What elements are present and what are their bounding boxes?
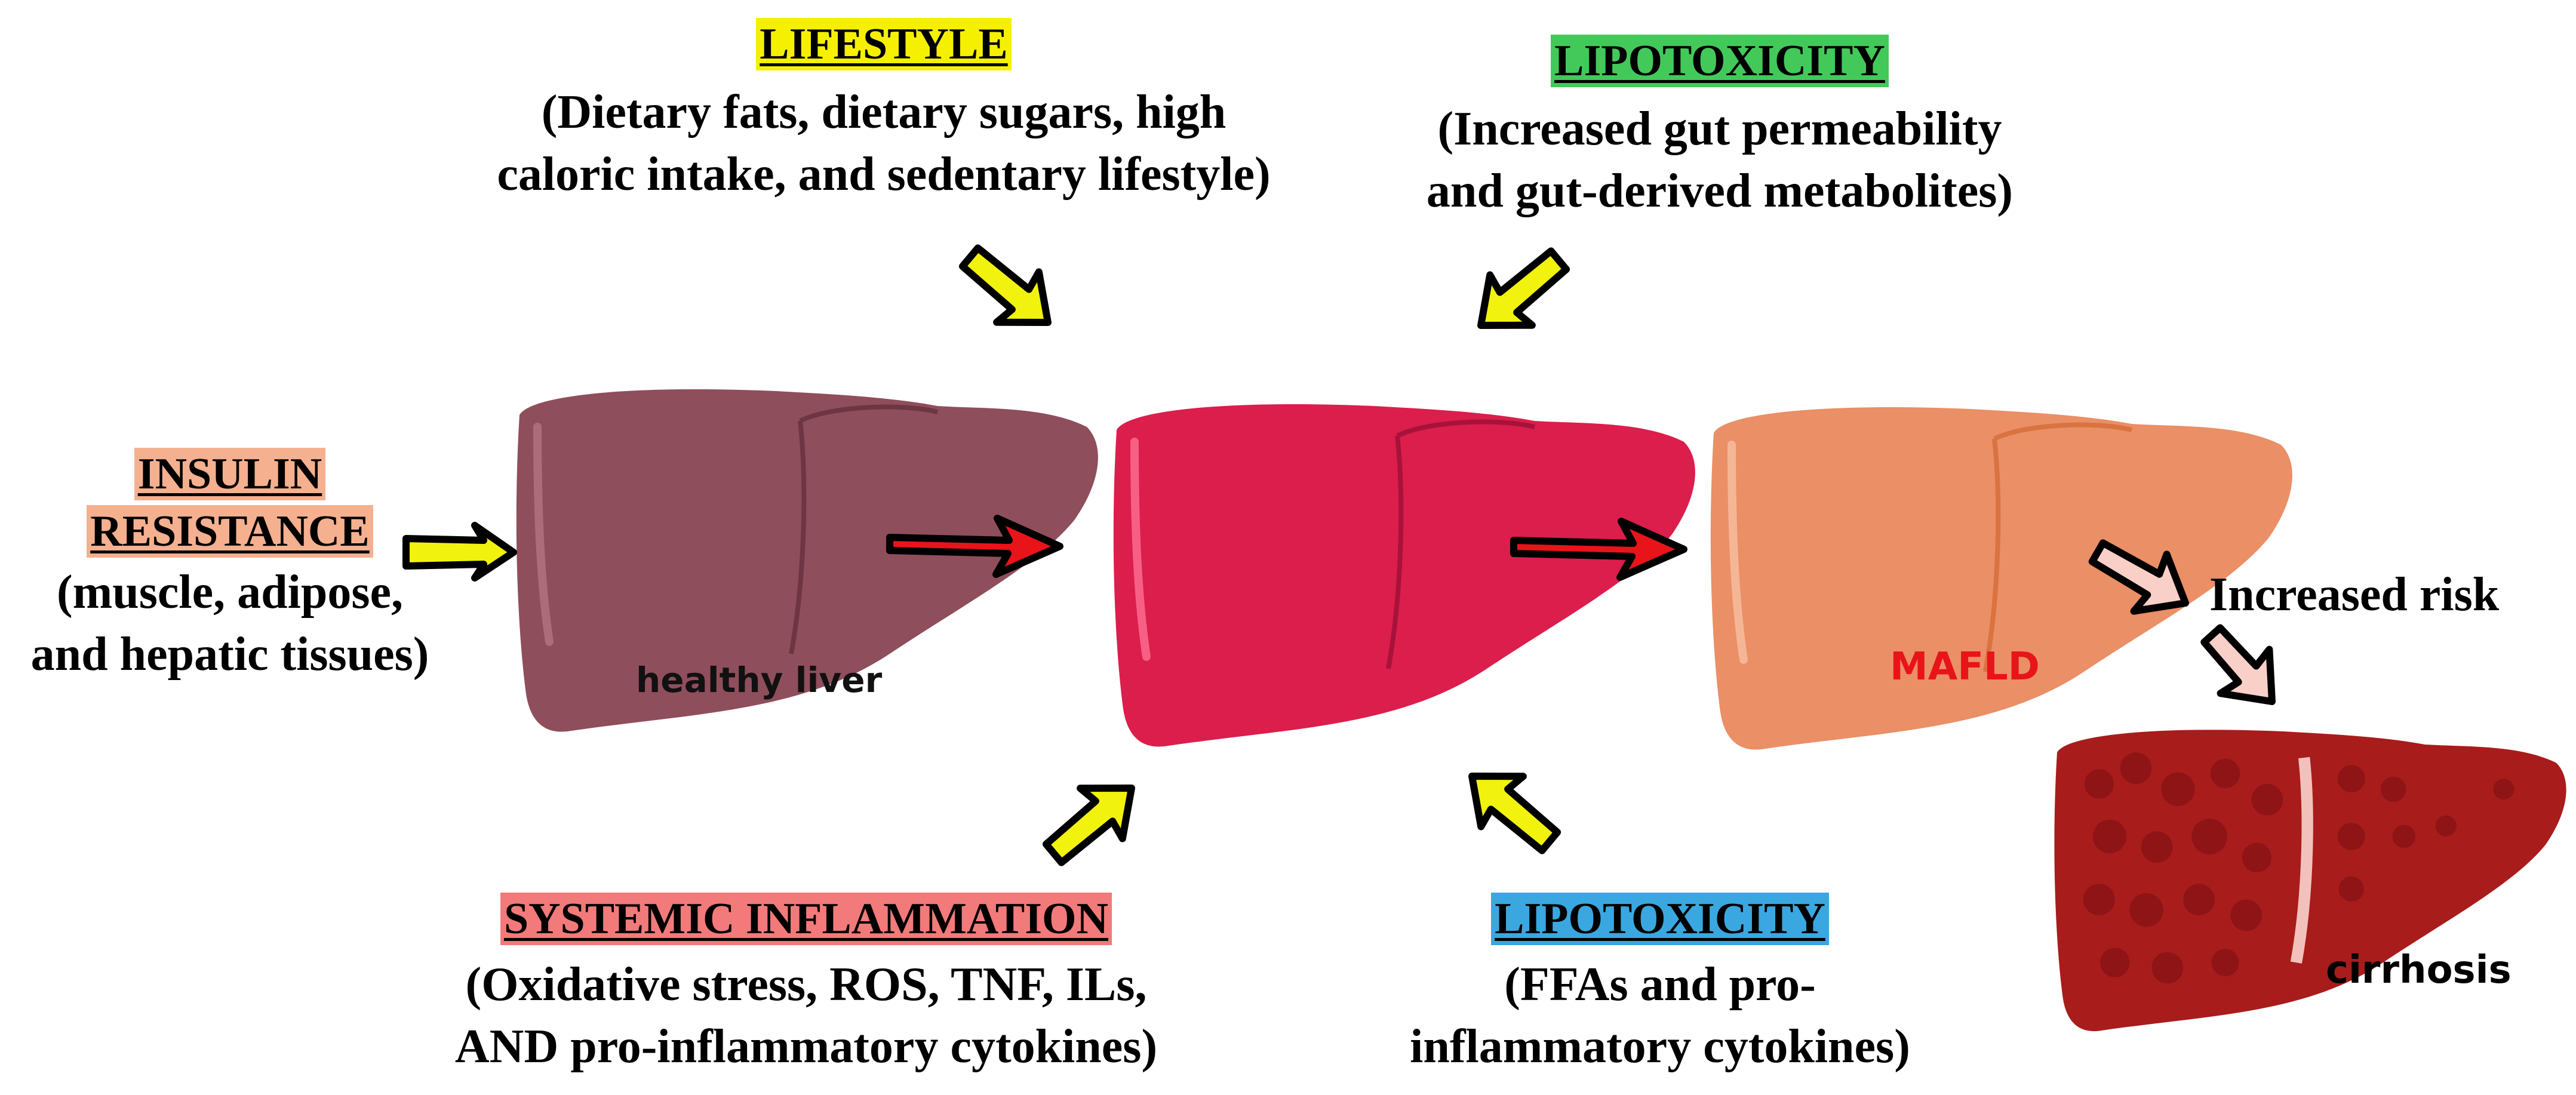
lipotoxicity-ffa-description: (FFAs and pro- inflammatory cytokines)	[1410, 958, 1910, 1073]
cirrhosis-label: cirrhosis	[2326, 948, 2512, 992]
lipotoxicity-gut-arrow	[1477, 247, 1570, 329]
insulin-resistance-heading-line2: RESISTANCE	[87, 505, 373, 558]
progression-arrow-1	[886, 515, 1063, 578]
risk-arrow-1	[2088, 539, 2189, 615]
lipotoxicity-gut-heading: LIPOTOXICITY	[1551, 35, 1889, 87]
mafld-label: MAFLD	[1890, 645, 2040, 689]
inflamed-liver	[1113, 404, 1695, 747]
insulin-resistance-heading-line1: INSULIN	[134, 448, 326, 500]
lifestyle-arrow	[958, 244, 1052, 326]
lipotoxicity-gut-description: (Increased gut permeability and gut-deri…	[1426, 103, 2014, 217]
risk-arrow-2	[2200, 624, 2276, 705]
systemic-inflammation-heading: SYSTEMIC INFLAMMATION	[500, 893, 1112, 945]
lipotoxicity-ffa-arrow	[1468, 773, 1561, 854]
lifestyle-description: (Dietary fats, dietary sugars, high calo…	[497, 86, 1271, 201]
lipotoxicity-ffa-heading: LIPOTOXICITY	[1491, 893, 1829, 945]
mafld-liver	[1710, 407, 2292, 750]
progression-arrow-2	[1510, 518, 1687, 581]
increased-risk-label: Increased risk	[2209, 568, 2500, 621]
insulin-resistance-description: (muscle, adipose, and hepatic tissues)	[30, 566, 429, 681]
systemic-inflammation-arrow	[1042, 785, 1135, 866]
cirrhosis-liver	[2054, 730, 2566, 1032]
systemic-inflammation-block: SYSTEMIC INFLAMMATION (Oxidative stress,…	[412, 893, 1200, 1078]
systemic-inflammation-description: (Oxidative stress, ROS, TNF, ILs, AND pr…	[454, 958, 1158, 1073]
lipotoxicity-ffa-block: LIPOTOXICITY (FFAs and pro- inflammatory…	[1344, 893, 1976, 1078]
insulin-resistance-block: INSULIN RESISTANCE (muscle, adipose, and…	[0, 448, 460, 685]
lifestyle-block: LIFESTYLE (Dietary fats, dietary sugars,…	[418, 18, 1350, 205]
healthy-liver-label: healthy liver	[636, 660, 883, 700]
insulin-resistance-arrow	[402, 522, 517, 582]
lipotoxicity-gut-block: LIPOTOXICITY (Increased gut permeability…	[1379, 35, 2060, 222]
healthy-liver	[516, 389, 1098, 732]
lifestyle-heading: LIFESTYLE	[756, 18, 1012, 70]
